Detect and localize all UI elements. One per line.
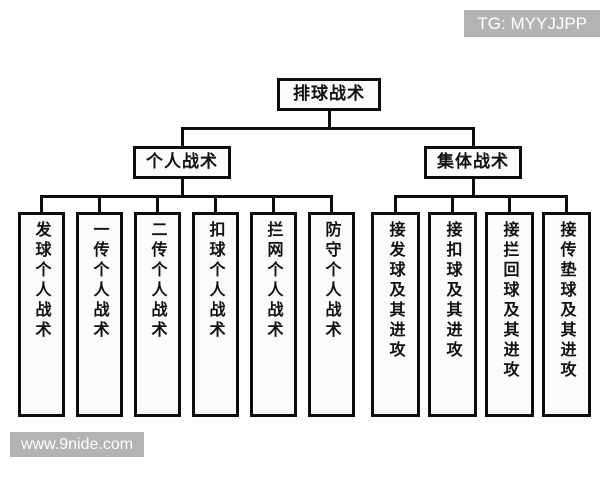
node-leaf-spike: 扣球个人战术	[192, 212, 239, 417]
node-leaf-recv-pass-label: 接传垫球及其进攻	[557, 221, 577, 381]
connector-branch-team-drop	[472, 128, 475, 146]
node-leaf-block-label: 拦网个人战术	[264, 221, 284, 341]
connector-leaf-drop	[40, 196, 43, 212]
node-leaf-block: 拦网个人战术	[250, 212, 297, 417]
connector-level1-bus	[181, 127, 475, 130]
node-leaf-serve: 发球个人战术	[18, 212, 65, 417]
watermark-bottom-left: www.9nide.com	[10, 432, 145, 457]
node-branch-individual: 个人战术	[133, 146, 231, 179]
node-leaf-pass2-label: 二传个人战术	[148, 221, 168, 341]
connector-leaf-drop	[156, 196, 159, 212]
connector-leaf-drop	[508, 196, 511, 212]
connector-individual-bus	[40, 195, 333, 198]
node-branch-team: 集体战术	[424, 146, 522, 179]
node-leaf-recv-spike: 接扣球及其进攻	[428, 212, 477, 417]
node-leaf-serve-label: 发球个人战术	[32, 221, 52, 341]
connector-leaf-drop	[214, 196, 217, 212]
connector-individual-stem	[181, 179, 184, 196]
node-leaf-recv-serve-label: 接发球及其进攻	[386, 221, 406, 361]
node-leaf-recv-spike-label: 接扣球及其进攻	[443, 221, 463, 361]
node-leaf-defense-label: 防守个人战术	[322, 221, 342, 341]
node-leaf-pass1: 一传个人战术	[76, 212, 123, 417]
node-leaf-defense: 防守个人战术	[308, 212, 355, 417]
node-leaf-recv-pass: 接传垫球及其进攻	[542, 212, 591, 417]
connector-team-stem	[472, 179, 475, 196]
connector-root-stem	[328, 111, 331, 128]
node-leaf-spike-label: 扣球个人战术	[206, 221, 226, 341]
connector-leaf-drop	[272, 196, 275, 212]
node-root-label: 排球战术	[293, 84, 365, 104]
connector-branch-individual-drop	[181, 128, 184, 146]
node-root: 排球战术	[277, 78, 381, 111]
node-leaf-pass2: 二传个人战术	[134, 212, 181, 417]
connector-leaf-drop	[330, 196, 333, 212]
node-leaf-recv-block-label: 接拦回球及其进攻	[500, 221, 520, 381]
connector-leaf-drop	[451, 196, 454, 212]
node-leaf-recv-block: 接拦回球及其进攻	[485, 212, 534, 417]
node-leaf-recv-serve: 接发球及其进攻	[371, 212, 420, 417]
node-branch-team-label: 集体战术	[437, 152, 509, 172]
connector-leaf-drop	[394, 196, 397, 212]
node-branch-individual-label: 个人战术	[146, 152, 218, 172]
connector-leaf-drop	[565, 196, 568, 212]
connector-leaf-drop	[98, 196, 101, 212]
node-leaf-pass1-label: 一传个人战术	[90, 221, 110, 341]
watermark-top-right: TG: MYYJJPP	[464, 10, 600, 37]
connector-team-bus	[394, 195, 568, 198]
